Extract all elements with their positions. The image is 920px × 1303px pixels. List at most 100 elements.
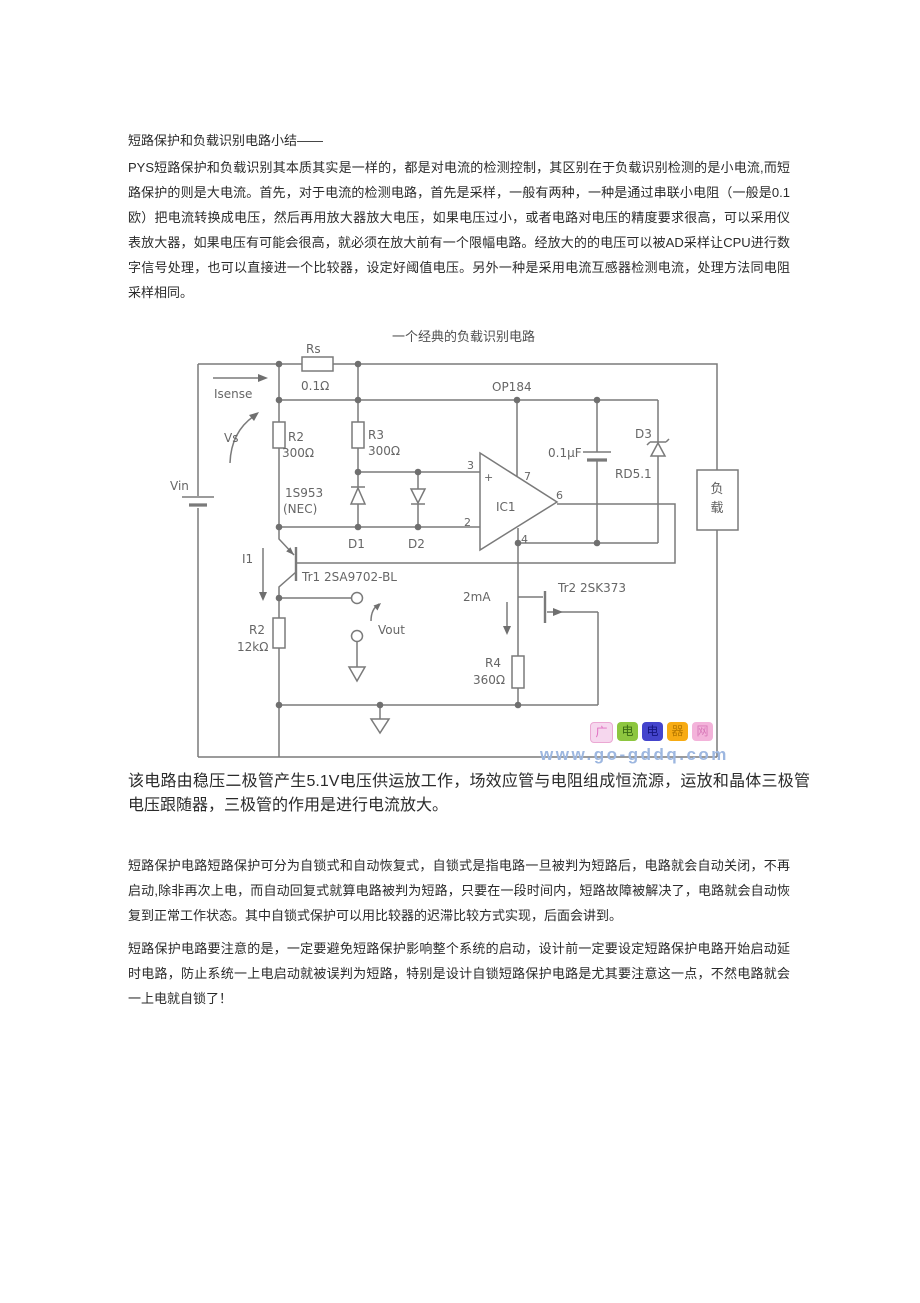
- vout-terminals: [279, 591, 381, 683]
- label-r12k-value: 12kΩ: [237, 640, 268, 654]
- opamp-triangle: [479, 451, 559, 552]
- zener-triangle: [649, 441, 667, 457]
- load-box: [696, 469, 739, 531]
- label-r2-value: 300Ω: [282, 446, 314, 460]
- cap-leads: [583, 400, 611, 543]
- text-line: 一上电就自锁了！: [128, 991, 233, 1006]
- text-line: 短路保护电路要注意的是，一定要避免短路保护影响整个系统的启动，设计前一定要设定短…: [128, 941, 790, 956]
- tr1-collector: [278, 571, 297, 598]
- tr1-transistor: [278, 527, 298, 598]
- label-r2: R2: [288, 430, 304, 444]
- label-r3-value: 300Ω: [368, 444, 400, 458]
- tr2-transistor: [511, 543, 599, 705]
- label-pin2: 2: [464, 516, 471, 529]
- label-opamp-plus: +: [484, 471, 493, 484]
- watermark-url: www.go-gddq.com: [540, 745, 729, 764]
- ground-symbol: [347, 666, 367, 683]
- label-pin6: 6: [556, 489, 563, 502]
- vout-arrowhead: [373, 603, 381, 611]
- label-d2: D2: [408, 537, 425, 551]
- circuit-diagram: Rs 0.1Ω Isense Vs Vin R2 300Ω R3 300Ω 1S…: [170, 342, 739, 758]
- logo-block: 广: [590, 722, 613, 743]
- vs-arrowhead: [249, 412, 259, 421]
- text-line: 电压跟随器，三极管的作用是进行电流放大。: [128, 797, 449, 814]
- logo-block: 器: [667, 722, 688, 741]
- current-2ma-arrowhead: [503, 626, 511, 635]
- r4-resistor: [511, 655, 525, 689]
- figure-caption: 一个经典的负载识别电路: [392, 329, 536, 344]
- watermark-logo: 广 电 电 器 网: [590, 722, 717, 743]
- label-r3: R3: [368, 428, 384, 442]
- text-line: 该电路由稳压二极管产生5.1V电压供运放工作，场效应管与电阻组成恒流源，运放和晶…: [128, 773, 810, 790]
- frame-wires: [197, 363, 718, 758]
- i1-arrowhead: [259, 592, 267, 601]
- text-line: 复到正常工作状态。其中自锁式保护可以用比较器的迟滞比较方式实现，后面会讲到。: [128, 908, 623, 923]
- r12k-resistor: [272, 617, 286, 649]
- label-d1: D1: [348, 537, 365, 551]
- cap-c1: [583, 400, 611, 543]
- label-d3-part: RD5.1: [615, 467, 652, 481]
- label-diode-type: 1S953: [285, 486, 323, 500]
- label-tr2: Tr2 2SK373: [557, 581, 626, 595]
- label-pin4: 4: [521, 533, 528, 546]
- r2-resistor: [272, 421, 286, 449]
- current-arrows: [213, 374, 511, 635]
- label-r4: R4: [485, 656, 501, 670]
- label-vin: Vin: [170, 479, 189, 493]
- d1-triangle: [349, 486, 367, 505]
- junction-dots: [275, 360, 601, 709]
- label-2ma: 2mA: [463, 590, 491, 604]
- opamp-power-stubs: [516, 400, 519, 543]
- logo-block: 电: [617, 722, 638, 741]
- vout-terminal-bottom: [350, 629, 364, 643]
- page-title: 短路保护和负载识别电路小结——: [128, 133, 324, 148]
- d2-triangle: [409, 488, 427, 505]
- d2-diode: [411, 472, 425, 527]
- label-i1: I1: [242, 552, 253, 566]
- label-pin3: 3: [467, 459, 474, 472]
- zener-d3: [646, 400, 670, 543]
- label-rs: Rs: [306, 342, 321, 356]
- ground-symbol-2: [369, 718, 391, 735]
- isense-arrowhead: [258, 374, 268, 382]
- label-pin7: 7: [524, 470, 531, 483]
- label-r12k: R2: [249, 623, 265, 637]
- paragraph-intro: PYS短路保护和负载识别其本质其实是一样的，都是对电流的检测控制，其区别在于负载…: [128, 155, 790, 305]
- tr1-emitter-arrow: [286, 547, 294, 555]
- label-load-char1: 负: [710, 481, 723, 496]
- text-line: 启动,除非再次上电，而自动回复式就算电路被判为短路，只要在一段时间内，短路故障被…: [128, 883, 790, 898]
- vs-curve: [229, 415, 255, 464]
- logo-block: 电: [642, 722, 663, 741]
- label-cap-value: 0.1μF: [548, 446, 582, 460]
- label-load-char2: 载: [710, 500, 723, 515]
- label-isense: Isense: [214, 387, 252, 401]
- opamp-output-loop: [297, 503, 676, 564]
- label-d3: D3: [635, 427, 652, 441]
- label-tr1: Tr1 2SA9702-BL: [301, 570, 397, 584]
- label-rs-value: 0.1Ω: [301, 379, 329, 393]
- paragraph-circuit-description: 该电路由稳压二极管产生5.1V电压供运放工作，场效应管与电阻组成恒流源，运放和晶…: [128, 770, 810, 818]
- vout-terminal-top: [350, 591, 364, 605]
- text-line: 欧）把电流转换成电压，然后再用放大器放大电压，如果电压过小，或者电路对电压的精度…: [128, 210, 790, 225]
- text-line: 短路保护电路短路保护可分为自锁式和自动恢复式，自锁式是指电路一旦被判为短路后，电…: [128, 858, 790, 873]
- component-labels: Rs 0.1Ω Isense Vs Vin R2 300Ω R3 300Ω 1S…: [170, 342, 724, 687]
- sense-network: [272, 356, 658, 528]
- label-r4-value: 360Ω: [473, 673, 505, 687]
- text-line: 路保护的则是大电流。首先，对于电流的检测电路，首先是采样，一般有两种，一种是通过…: [128, 185, 790, 200]
- text-line: 采样相同。: [128, 285, 194, 300]
- text-line: 时电路，防止系统一上电启动就被误判为短路，特别是设计自锁短路保护电路是尤其要注意…: [128, 966, 790, 981]
- circuit-frame: [182, 363, 739, 758]
- label-vs: Vs: [224, 431, 238, 445]
- clamp-diodes: [349, 472, 427, 527]
- tr2-gate-arrow: [553, 608, 563, 616]
- tr2-leads: [517, 543, 599, 705]
- paragraph-protection-types: 短路保护电路短路保护可分为自锁式和自动恢复式，自锁式是指电路一旦被判为短路后，电…: [128, 853, 790, 928]
- label-opamp-part: OP184: [492, 380, 532, 394]
- r3-resistor: [351, 421, 365, 449]
- text-line: 表放大器，如果电压有可能会很高，就必须在放大前有一个限幅电路。经放大的的电压可以…: [128, 235, 790, 250]
- text-line: 字信号处理，也可以直接进一个比较器，设定好阈值电压。另外一种是采用电流互感器检测…: [128, 260, 790, 275]
- label-vout: Vout: [378, 623, 405, 637]
- label-diode-maker: (NEC): [283, 502, 317, 516]
- logo-block: 网: [692, 722, 713, 741]
